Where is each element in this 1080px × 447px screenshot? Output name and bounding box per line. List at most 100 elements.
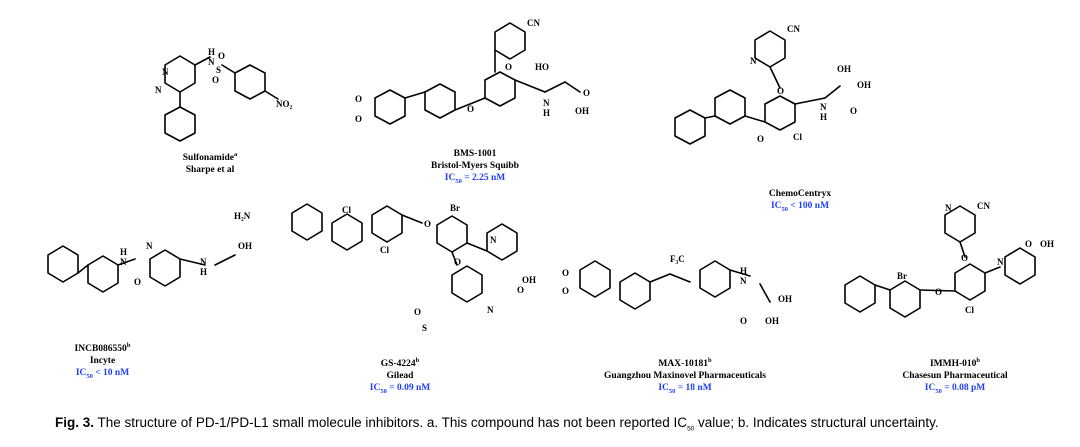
svg-text:HO: HO <box>535 62 549 72</box>
structure-max-10181: O O F₃C H N OH O OH <box>560 240 800 345</box>
label-chemocentryx: ChemoCentryx IC50 < 100 nM <box>740 188 860 213</box>
svg-text:OH: OH <box>575 106 589 116</box>
compound-ic50: IC50 = 18 nM <box>658 383 712 395</box>
svg-text:N: N <box>740 276 747 286</box>
svg-text:H: H <box>543 108 550 118</box>
compound-org: Guangzhou Maxinovel Pharmaceuticals <box>603 371 767 381</box>
svg-text:O: O <box>467 104 474 114</box>
label-max-10181: MAX-10181b Guangzhou Maxinovel Pharmaceu… <box>580 356 790 395</box>
svg-text:H: H <box>208 47 215 57</box>
svg-text:O: O <box>505 62 512 72</box>
svg-text:O: O <box>424 219 431 229</box>
caption-label: Fig. 3. <box>55 415 95 430</box>
label-sulfonamide: Sulfonamidea Sharpe et al <box>140 150 280 176</box>
svg-text:CN: CN <box>527 18 540 28</box>
label-gs-4224: GS-4224b Gilead IC50 = 0.09 nM <box>340 356 460 395</box>
svg-text:N: N <box>750 56 757 66</box>
svg-text:N: N <box>945 203 952 213</box>
svg-text:F₃C: F₃C <box>670 254 685 264</box>
svg-text:O: O <box>757 134 764 144</box>
svg-text:OH: OH <box>778 294 792 304</box>
svg-text:O: O <box>355 114 362 124</box>
figure-caption: Fig. 3. The structure of PD-1/PD-L1 smal… <box>55 415 1055 433</box>
footnote-mark: b <box>976 356 981 364</box>
compound-name: Sulfonamide <box>182 153 234 163</box>
svg-text:S: S <box>422 323 427 333</box>
figure-structures: N N H N S O O NO₂ CN O O O O HO <box>40 12 1075 395</box>
svg-text:O: O <box>850 106 857 116</box>
svg-text:N: N <box>200 257 207 267</box>
svg-text:O: O <box>134 277 141 287</box>
svg-text:N: N <box>543 98 550 108</box>
compound-org: Bristol-Myers Squibb <box>431 161 519 171</box>
svg-text:O: O <box>212 75 219 85</box>
svg-text:OH: OH <box>522 275 536 285</box>
svg-text:O: O <box>517 285 524 295</box>
svg-text:H: H <box>740 266 747 276</box>
svg-text:O: O <box>414 307 421 317</box>
compound-name: GS-4224 <box>380 359 416 369</box>
compound-org: Chasesun Pharmaceutical <box>902 371 1008 381</box>
compound-ic50: IC50 = 2.25 nM <box>444 173 506 185</box>
svg-text:OH: OH <box>837 64 851 74</box>
compound-org: Sharpe et al <box>185 165 235 175</box>
structure-immh-010: CN N O N O OH Br O Cl <box>835 195 1075 330</box>
structure-gs-4224: H₂N Cl Cl O Br N O N O S OH O <box>232 195 562 345</box>
svg-text:CN: CN <box>787 24 800 34</box>
svg-text:N: N <box>162 67 169 77</box>
svg-text:Cl: Cl <box>380 245 389 255</box>
svg-text:O: O <box>562 268 569 278</box>
footnote-mark: b <box>415 356 420 364</box>
compound-org: Gilead <box>386 371 414 381</box>
svg-text:OH: OH <box>1040 239 1054 249</box>
svg-text:H: H <box>820 112 827 122</box>
svg-text:NO₂: NO₂ <box>276 99 293 109</box>
compound-name: ChemoCentryx <box>768 189 832 199</box>
svg-text:Br: Br <box>897 271 907 281</box>
compound-name: IMMH-010 <box>929 359 977 369</box>
svg-text:Br: Br <box>450 203 460 213</box>
compound-name: MAX-10181 <box>658 359 708 369</box>
svg-text:O: O <box>777 86 784 96</box>
svg-text:O: O <box>454 257 461 267</box>
structure-incb086550: H N O N N H OH <box>40 225 280 310</box>
footnote-mark: b <box>707 356 712 364</box>
svg-text:OH: OH <box>857 80 871 90</box>
svg-text:N: N <box>490 235 497 245</box>
svg-text:O: O <box>583 88 590 98</box>
structure-bms-1001: CN O O O O HO N H O OH <box>355 12 615 147</box>
compound-name: INCB086550 <box>74 344 127 354</box>
footnote-mark: b <box>126 341 131 349</box>
svg-text:Cl: Cl <box>793 132 802 142</box>
label-incb086550: INCB086550b Incyte IC50 < 10 nM <box>40 341 165 380</box>
svg-text:N: N <box>208 57 215 67</box>
svg-text:N: N <box>146 241 153 251</box>
svg-text:O: O <box>1025 239 1032 249</box>
caption-sub: 50 <box>687 425 695 433</box>
svg-text:S: S <box>216 65 221 75</box>
svg-text:O: O <box>935 287 942 297</box>
svg-text:H: H <box>200 267 207 277</box>
svg-text:Cl: Cl <box>965 305 974 315</box>
svg-text:N: N <box>120 257 127 267</box>
compound-ic50: IC50 < 100 nM <box>770 201 830 213</box>
svg-text:Cl: Cl <box>342 205 351 215</box>
label-immh-010: IMMH-010b Chasesun Pharmaceutical IC50 =… <box>880 356 1030 395</box>
caption-text-a: The structure of PD-1/PD-L1 small molecu… <box>94 415 688 430</box>
svg-text:O: O <box>961 253 968 263</box>
compound-ic50: IC50 = 0.08 pM <box>924 383 986 395</box>
compound-org: Incyte <box>89 356 116 366</box>
svg-text:N: N <box>155 85 162 95</box>
footnote-mark: a <box>233 150 238 158</box>
svg-text:O: O <box>562 286 569 296</box>
svg-text:OH: OH <box>238 241 252 251</box>
svg-text:N: N <box>997 257 1004 267</box>
svg-text:O: O <box>218 51 225 61</box>
svg-text:N: N <box>820 102 827 112</box>
svg-text:N: N <box>487 305 494 315</box>
caption-text-b: value; b. Indicates structural uncertain… <box>694 415 939 430</box>
svg-text:H₂N: H₂N <box>234 211 251 221</box>
compound-ic50: IC50 = 0.09 nM <box>369 383 431 395</box>
svg-text:CN: CN <box>977 201 990 211</box>
label-bms-1001: BMS-1001 Bristol-Myers Squibb IC50 = 2.2… <box>400 148 550 185</box>
